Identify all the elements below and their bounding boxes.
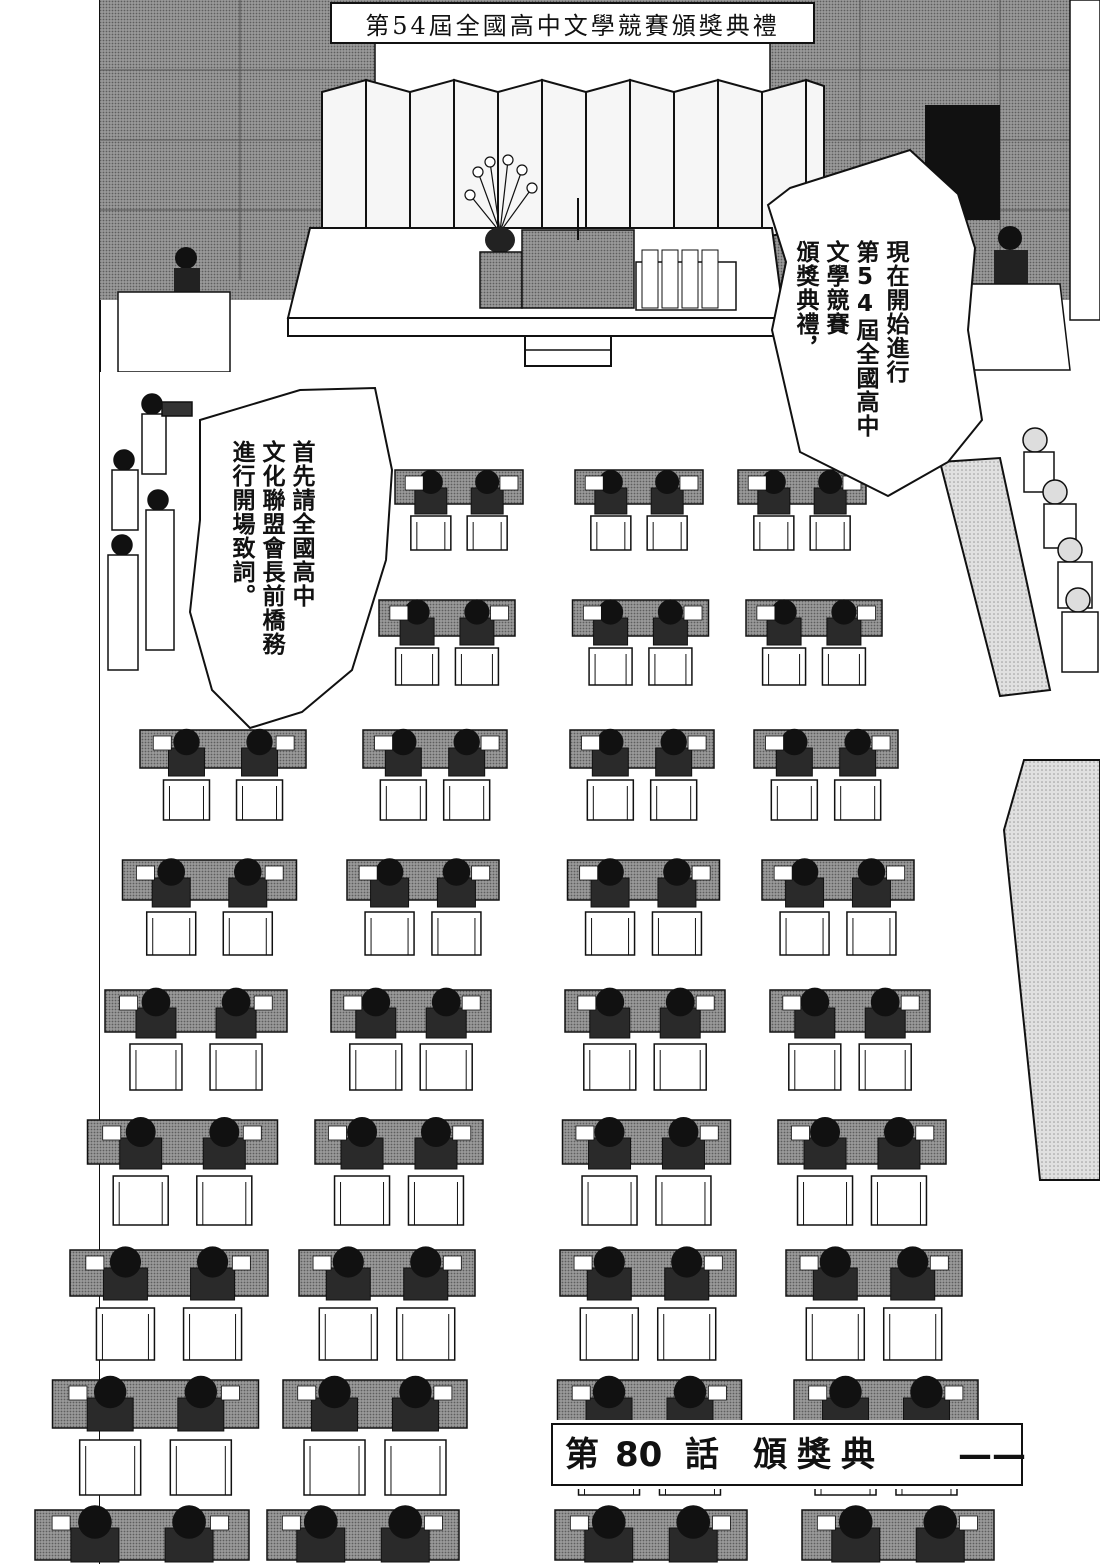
ceremony-banner-text: 第54屆全國高中文學競賽頒獎典禮	[365, 11, 780, 40]
desk-unit	[121, 858, 298, 956]
desk-unit	[777, 1117, 947, 1226]
chapter-number: 80	[615, 1435, 663, 1475]
desk-unit	[761, 858, 915, 956]
desk-unit	[574, 469, 704, 551]
speech-bubble-left	[188, 386, 394, 730]
desk-unit	[566, 858, 721, 956]
camera-crew	[107, 393, 193, 671]
desk-unit	[104, 987, 288, 1091]
chapter-title-box: 第 80 話 頒獎典 ——	[551, 1423, 1026, 1486]
chapter-title: 頒獎典	[753, 1435, 885, 1475]
folding-screen	[321, 78, 825, 240]
chapter-suffix: 話	[685, 1435, 719, 1475]
flower-vase	[485, 227, 515, 253]
desk-unit	[559, 1246, 737, 1361]
desk-unit	[69, 1246, 269, 1361]
desk-unit	[753, 728, 899, 821]
stage-steps	[524, 335, 612, 367]
flower-stand	[479, 251, 523, 309]
speech-line: 文學競賽	[822, 240, 848, 336]
judges	[1022, 427, 1099, 673]
speech-bubble-right-text: 現在開始進行 第54屆全國高中 文學競賽 頒獎典禮，	[792, 240, 908, 438]
lectern	[521, 229, 635, 309]
speech-line: 文化聯盟會長前橋務	[258, 440, 284, 656]
page-margin	[0, 0, 100, 1564]
speech-bubble-left-text: 首先請全國高中 文化聯盟會長前橋務 進行開場致詞。	[228, 440, 314, 656]
speech-line: 進行開場致詞。	[228, 440, 254, 608]
desk-unit	[139, 728, 307, 821]
desk-unit	[362, 728, 508, 821]
desk-unit	[34, 1505, 250, 1563]
desk-unit	[569, 728, 715, 821]
speech-line: 首先請全國高中	[288, 440, 314, 608]
desk-unit	[745, 599, 883, 686]
desk-unit	[801, 1505, 995, 1563]
emcee-desk	[117, 247, 231, 373]
desk-unit	[282, 1375, 468, 1496]
judges-table	[938, 456, 1052, 698]
desk-unit	[785, 1246, 963, 1361]
ceremony-banner: 第54屆全國高中文學競賽頒獎典禮	[330, 2, 815, 44]
lower-right-table	[1002, 759, 1100, 1181]
desk-unit	[394, 469, 524, 551]
desk-unit	[314, 1117, 484, 1226]
speech-line: 頒獎典禮，	[792, 240, 818, 360]
desk-unit	[554, 1505, 748, 1563]
desk-unit	[561, 1117, 732, 1226]
speech-line: 第54屆全國高中	[852, 240, 878, 438]
desk-unit	[571, 599, 710, 686]
desk-unit	[346, 858, 500, 956]
staff-desk	[951, 226, 1071, 371]
desk-unit	[51, 1375, 260, 1496]
desk-unit	[298, 1246, 476, 1361]
desk-unit	[737, 469, 867, 551]
speech-bubble-right	[766, 148, 984, 498]
chapter-prefix: 第	[565, 1435, 599, 1475]
student-desks	[34, 469, 995, 1563]
desk-unit	[266, 1505, 460, 1563]
desk-unit	[330, 987, 492, 1091]
flower-arrangement	[464, 154, 538, 233]
speech-line: 現在開始進行	[882, 240, 908, 384]
chapter-dash: ——	[958, 1435, 1026, 1475]
desk-unit	[86, 1117, 279, 1226]
desk-unit	[769, 987, 931, 1091]
right-pillar	[1069, 0, 1100, 321]
desk-unit	[378, 599, 516, 686]
desk-unit	[564, 987, 726, 1091]
